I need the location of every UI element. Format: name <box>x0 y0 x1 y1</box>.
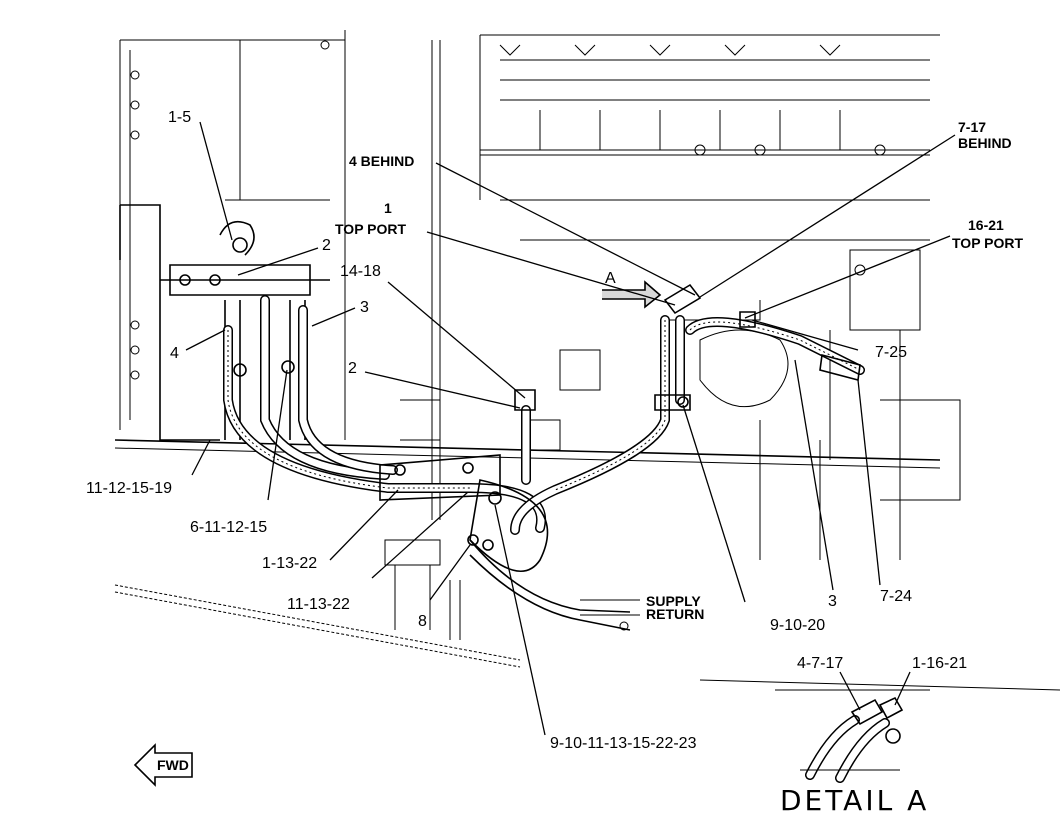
callout-4-left: 4 <box>170 345 179 362</box>
callout-4-7-17: 4-7-17 <box>797 655 843 672</box>
callout-1-16-21: 1-16-21 <box>912 655 967 672</box>
callout-7-24: 7-24 <box>880 588 912 605</box>
callout-top-port-1: TOP PORT <box>335 221 407 237</box>
engine-block-outline <box>119 30 961 560</box>
callout-11-12-15-19: 11-12-15-19 <box>86 480 172 497</box>
callout-1-13-22: 1-13-22 <box>262 555 317 572</box>
view-marker-a: A <box>605 270 616 287</box>
forward-arrow-icon <box>133 743 193 787</box>
callout-9-10-11-13-15-22-23: 9-10-11-13-15-22-23 <box>550 735 697 752</box>
callout-8: 8 <box>418 613 427 630</box>
callout-1: 1 <box>384 200 392 216</box>
callout-6-11-12-15: 6-11-12-15 <box>190 519 267 536</box>
leader-lines <box>185 121 956 736</box>
callout-1-5: 1-5 <box>168 109 191 126</box>
detail-a-view <box>775 671 930 783</box>
fuel-hose-group <box>223 283 865 631</box>
view-arrow-a <box>602 280 662 309</box>
callout-2-top: 2 <box>322 237 331 254</box>
detail-a-title: DETAIL A <box>780 784 929 817</box>
callout-7-17: 7-17 <box>958 119 986 135</box>
callout-14-18: 14-18 <box>340 263 381 280</box>
callout-16-21: 16-21 <box>968 217 1004 233</box>
callout-4-behind: 4 BEHIND <box>349 153 414 169</box>
callout-3-left: 3 <box>360 299 369 316</box>
callout-supply: SUPPLY <box>646 593 701 609</box>
callout-2-mid: 2 <box>348 360 357 377</box>
callout-behind: BEHIND <box>958 135 1012 151</box>
callout-11-13-22: 11-13-22 <box>287 596 350 613</box>
forward-label: FWD <box>157 757 189 773</box>
callout-top-port-2: TOP PORT <box>952 235 1024 251</box>
callout-7-25: 7-25 <box>875 344 907 361</box>
lower-fittings <box>384 539 640 640</box>
callout-return: RETURN <box>646 606 704 622</box>
callout-3-right: 3 <box>828 593 837 610</box>
callout-9-10-20: 9-10-20 <box>770 617 825 634</box>
